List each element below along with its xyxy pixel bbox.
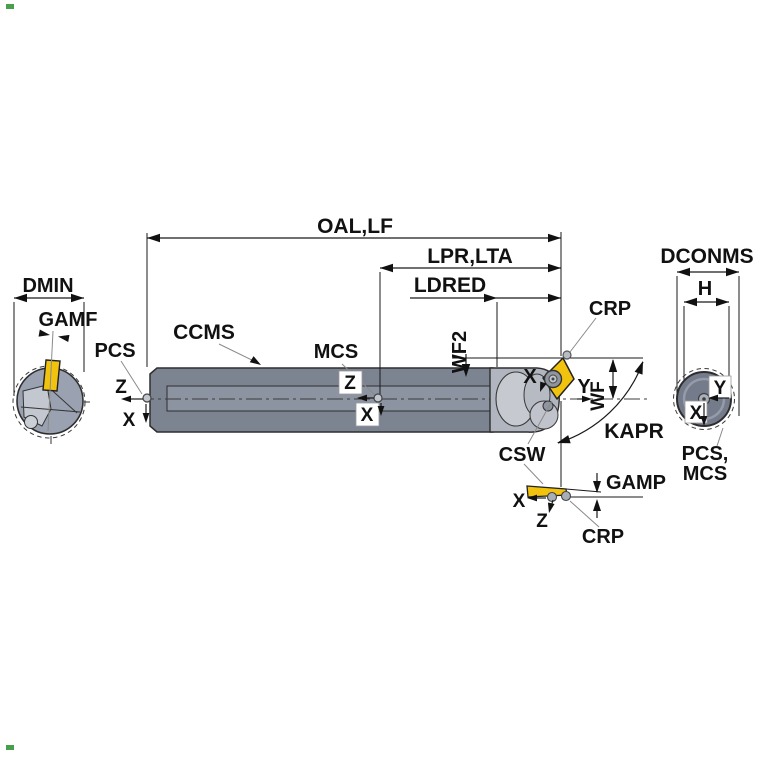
lpr-arrow-right [548, 263, 561, 273]
kapr-arrow-low [557, 435, 571, 444]
dmin-label: DMIN [22, 275, 73, 297]
gamf-reference-line [47, 330, 54, 432]
pcs-mcs-label-line2: MCS [683, 463, 727, 485]
lpr-arrow-left [380, 263, 393, 273]
insert-ref-point-right [560, 490, 572, 502]
h-label: H [698, 278, 712, 300]
detail-z-label: Z [536, 511, 548, 532]
mcs-z-box [338, 370, 363, 395]
right-y-label: Y [714, 378, 727, 399]
right-x-label: X [690, 403, 703, 424]
pcs-mcs-label-line1: PCS, [682, 443, 729, 465]
insert-tilt-detail-view: X Z GAMP CRP [513, 472, 666, 548]
detail-x-label: X [513, 491, 526, 512]
end-face-edge-1 [20, 406, 81, 413]
csw-leader-down [523, 463, 544, 485]
right-y-arrow [708, 394, 718, 402]
corner-artifact-top [6, 4, 14, 9]
kapr-arc [557, 361, 644, 444]
gamf-arrow-left [38, 329, 50, 337]
pcs-leader [120, 360, 143, 395]
gamf-arrow-right [58, 334, 70, 342]
ldred-label: LDRED [414, 274, 486, 297]
pcs-x-label: X [123, 410, 136, 431]
shank-center-dot [702, 397, 706, 401]
mcs-x-box [355, 402, 380, 427]
csw-leader-up [527, 400, 553, 445]
shank-dashed-circle [673, 368, 735, 430]
insert-ref-point-left [546, 491, 558, 503]
gamp-arrow-bottom [593, 499, 601, 511]
gamf-label: GAMF [39, 309, 98, 331]
kapr-arrow-high [634, 361, 643, 375]
left-end-view: DMIN GAMF [12, 275, 98, 444]
pcs-x-arrow [142, 413, 150, 423]
tip-y-arrow [582, 395, 592, 403]
insert-plane-line [565, 488, 602, 493]
pcs-mcs-leader [716, 427, 724, 447]
insert-screw-dot [551, 377, 555, 381]
insert-edge-view [42, 359, 61, 392]
gamp-label: GAMP [606, 472, 666, 494]
cutting-head [489, 367, 560, 433]
dconms-label: DCONMS [660, 245, 753, 268]
crp-bottom-label: CRP [582, 526, 624, 548]
corner-artifact-bottom [6, 745, 14, 750]
pcs-origin-point [142, 393, 152, 403]
tip-y-label: Y [577, 376, 591, 398]
oal-label: OAL,LF [317, 215, 393, 238]
wf2-label: WF2 [449, 331, 471, 373]
crp-bottom-leader [569, 500, 600, 528]
tip-x-label: X [523, 366, 537, 388]
detail-z-arrow [547, 502, 555, 513]
wf-arrow-up [608, 359, 618, 372]
main-side-view: OAL,LF LPR,LTA LDRED WF2 WF KAPR CCMS PC [94, 215, 664, 487]
ccms-leader [218, 343, 257, 363]
dconms-arrow-right [726, 267, 739, 277]
detail-x-arrow [527, 494, 537, 502]
crp-top-label: CRP [589, 298, 631, 320]
wf2-arrow [461, 364, 471, 377]
pcs-z-label: Z [115, 377, 127, 398]
mcs-z-label: Z [344, 373, 356, 394]
mcs-label: MCS [314, 341, 358, 363]
ccms-arrow [249, 356, 261, 365]
crp-top-leader [569, 317, 597, 353]
wf-label: WF [588, 381, 609, 411]
pcs-label: PCS [94, 340, 135, 362]
end-face-hole [24, 415, 38, 429]
mcs-origin-point [373, 393, 383, 403]
crp-point [562, 350, 572, 360]
pcs-z-arrow [121, 395, 131, 403]
h-arrow-left [684, 297, 697, 307]
dmin-arrow-right [71, 293, 84, 303]
kapr-label: KAPR [604, 420, 664, 443]
csw-label: CSW [499, 444, 546, 466]
lpr-label: LPR,LTA [427, 245, 513, 268]
oal-arrow-left [147, 233, 160, 243]
mcs-x-arrow [377, 406, 385, 416]
wf-arrow-down [608, 386, 618, 399]
gamp-arrow-top [593, 481, 601, 493]
dconms-arrow-left [677, 267, 690, 277]
ldred-arrow-left [484, 293, 497, 303]
oal-arrow-right [548, 233, 561, 243]
h-arrow-right [716, 297, 729, 307]
ldred-arrow-right [548, 293, 561, 303]
dmin-arrow-left [14, 293, 27, 303]
right-end-view: DCONMS H Y X PCS, MCS [660, 245, 753, 485]
tip-x-arrow [540, 381, 547, 392]
right-x-arrow [700, 416, 708, 426]
mcs-z-arrow [357, 394, 367, 402]
mcs-x-label: X [361, 405, 374, 426]
ccms-label: CCMS [173, 321, 235, 344]
